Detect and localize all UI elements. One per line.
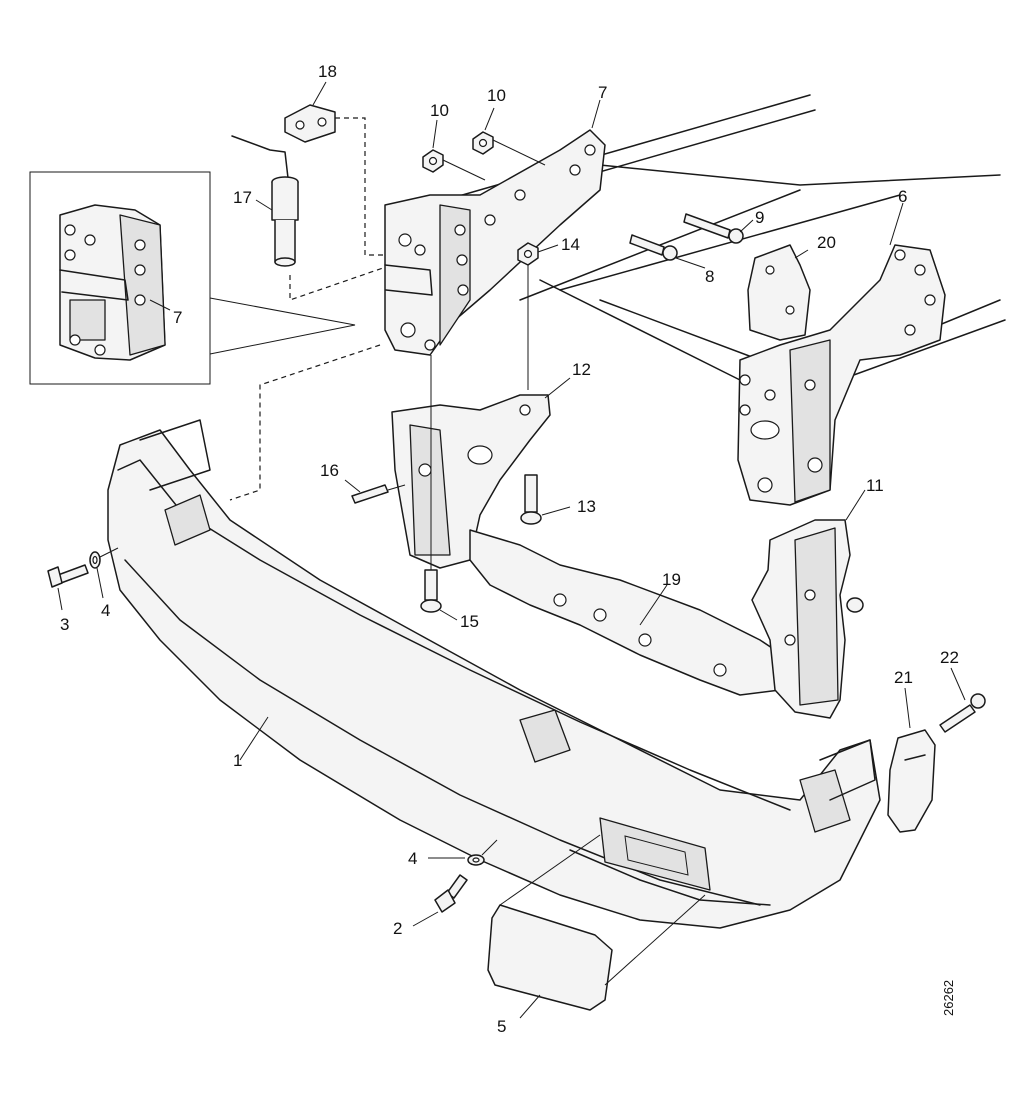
dashed-assembly-lines — [229, 117, 385, 501]
callout-2: 2 — [393, 919, 402, 938]
washer-4-lower — [467, 854, 485, 866]
callout-20: 20 — [817, 233, 836, 252]
bolt-8 — [629, 234, 678, 261]
callout-21: 21 — [894, 668, 913, 687]
fasteners-middle — [351, 355, 542, 613]
nut-14 — [517, 242, 539, 266]
callout-13: 13 — [577, 497, 596, 516]
callout-19: 19 — [662, 570, 681, 589]
bracket-7-left-mount — [384, 129, 606, 356]
callout-8: 8 — [705, 267, 714, 286]
callout-5: 5 — [497, 1017, 506, 1036]
bolt-9 — [683, 213, 744, 244]
bolt-15 — [420, 569, 442, 613]
callout-12: 12 — [572, 360, 591, 379]
fasteners-upper — [422, 131, 744, 390]
part-11-bracket — [751, 519, 864, 719]
callout-15: 15 — [460, 612, 479, 631]
pin-16 — [351, 484, 389, 504]
bolt-13 — [520, 474, 542, 525]
bracket-6-right-mount — [737, 244, 946, 506]
callout-7-main: 7 — [598, 83, 607, 102]
part-1-bumper — [107, 419, 881, 929]
nut-10-left — [422, 149, 444, 173]
callout-leaders — [57, 81, 966, 1019]
part-19-crossmember — [469, 529, 791, 696]
callout-17: 17 — [233, 188, 252, 207]
bolt-22 — [939, 693, 986, 733]
callout-14: 14 — [561, 235, 580, 254]
callout-1: 1 — [233, 751, 242, 770]
washer-4-left — [89, 551, 101, 569]
inset-bracket-7 — [59, 204, 166, 361]
inset-detail-box — [29, 171, 356, 385]
part-18-clip — [284, 104, 336, 143]
bolt-2 — [434, 874, 468, 913]
part-21-end-cap — [887, 729, 936, 833]
part-17-sensor — [231, 135, 299, 267]
callout-22: 22 — [940, 648, 959, 667]
callout-9: 9 — [755, 208, 764, 227]
callout-6: 6 — [898, 187, 907, 206]
callout-11: 11 — [866, 476, 884, 495]
callout-labels: 1 2 3 4 4 5 6 7 7 8 9 10 10 11 12 13 14 … — [60, 62, 959, 1036]
bolt-3 — [47, 564, 89, 588]
callout-18: 18 — [318, 62, 337, 81]
reference-code: 26262 — [941, 980, 956, 1016]
callout-16: 16 — [320, 461, 339, 480]
nut-10-right — [472, 131, 494, 155]
callout-10-left: 10 — [430, 101, 449, 120]
callout-4-left: 4 — [101, 601, 110, 620]
fasteners-lower — [47, 547, 498, 913]
callout-10-right: 10 — [487, 86, 506, 105]
part-5-cover — [487, 834, 706, 1011]
callout-4-lower: 4 — [408, 849, 417, 868]
callout-3: 3 — [60, 615, 69, 634]
part-20-bracket — [747, 244, 811, 341]
callout-7-inset: 7 — [173, 308, 182, 327]
